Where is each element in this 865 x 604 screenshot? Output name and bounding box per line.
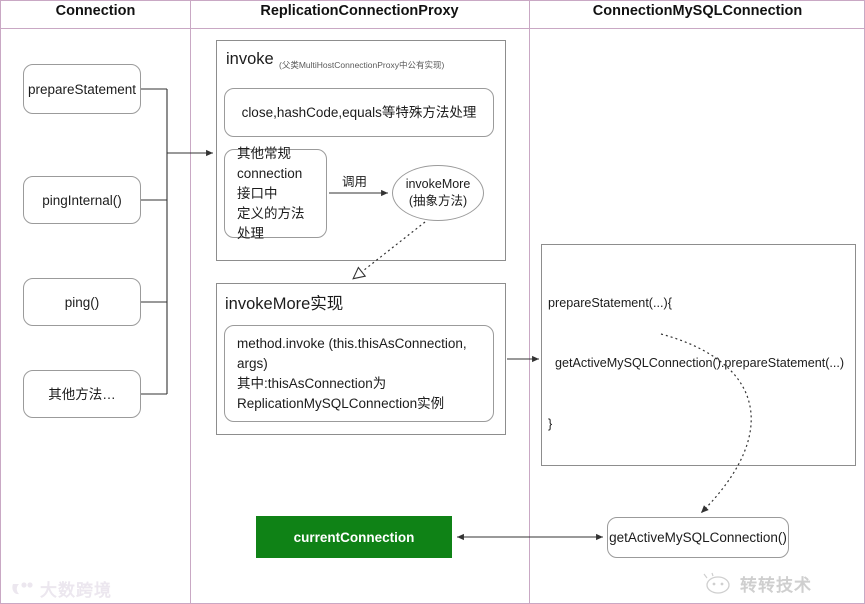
method-box-pinginternal[interactable]: pingInternal() (23, 176, 141, 224)
invokemore-impl-body-label: method.invoke (this.thisAsConnection, ar… (237, 335, 467, 411)
current-connection-label: currentConnection (293, 529, 415, 545)
zhuanzhuan-mascot-icon (703, 572, 730, 594)
call-edge-label: 调用 (342, 175, 368, 189)
mysqlconnection-code-block: prepareStatement(...){ getActiveMySQLCon… (541, 244, 856, 466)
method-box-preparestatement[interactable]: prepareStatement (23, 64, 141, 114)
lane-title-replicationconnectionproxy: ReplicationConnectionProxy (260, 3, 459, 19)
lane-title-connectionmysqlconnection: ConnectionMySQLConnection (592, 3, 803, 19)
watermark-right: 转转技术 (701, 571, 812, 596)
code-line: getActiveMySQLConnection().prepareStatem… (548, 356, 845, 371)
method-box-label: pingInternal() (42, 192, 122, 208)
method-box-label: ping() (64, 294, 100, 310)
invokemore-ellipse[interactable]: invokeMore (抽象方法) (392, 165, 484, 221)
current-connection-box[interactable]: currentConnection (256, 516, 452, 558)
invokemore-impl-title: invokeMore实现 (225, 295, 344, 313)
lane-title-connection: Connection (55, 3, 136, 19)
watermark-right-label: 转转技术 (740, 576, 812, 595)
method-bus-lines (141, 88, 213, 395)
watermark-left-label: 大数跨境 (40, 581, 112, 600)
method-box-ping[interactable]: ping() (23, 278, 141, 326)
watermark-left: 大数跨境 (11, 576, 112, 601)
method-box-other-methods[interactable]: 其他方法… (23, 370, 141, 418)
invoke-group-subtitle: (父类MultiHostConnectionProxy中公有实现) (279, 60, 445, 70)
method-box-label: 其他方法… (48, 386, 116, 402)
invoke-group-title: invoke (226, 50, 274, 68)
get-active-connection-label: getActiveMySQLConnection() (609, 530, 787, 545)
lane-header-rule (1, 28, 864, 29)
code-line: } (548, 417, 553, 432)
special-methods-box[interactable]: close,hashCode,equals等特殊方法处理 (224, 88, 494, 137)
code-line: prepareStatement(...){ (548, 295, 672, 310)
regular-methods-box[interactable]: 其他常规 connection接口中 定义的方法处理 (224, 146, 327, 241)
method-box-label: prepareStatement (27, 81, 137, 97)
lane-divider-2 (529, 1, 530, 603)
get-active-connection-box[interactable]: getActiveMySQLConnection() (607, 517, 789, 558)
invokemore-ellipse-label: invokeMore (抽象方法) (405, 177, 471, 208)
lane-divider-1 (190, 1, 191, 603)
invokemore-impl-body-box[interactable]: method.invoke (this.thisAsConnection, ar… (224, 325, 494, 422)
dashujingjing-logo-icon (12, 581, 33, 594)
special-methods-label: close,hashCode,equals等特殊方法处理 (241, 105, 477, 120)
regular-methods-label: 其他常规 connection接口中 定义的方法处理 (237, 145, 305, 241)
